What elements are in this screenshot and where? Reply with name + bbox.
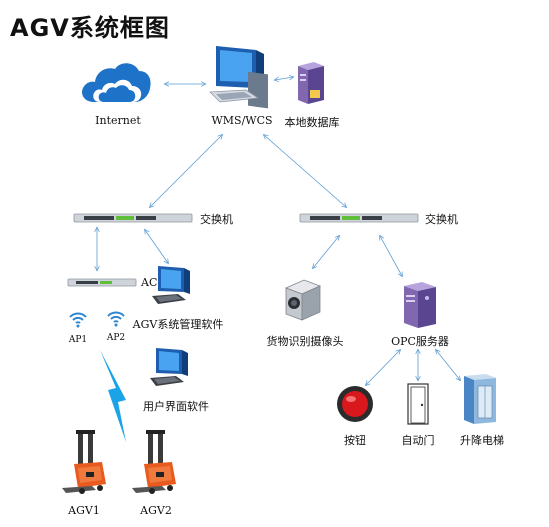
db-label: 本地数据库 [284, 116, 340, 129]
computer-icon [150, 348, 188, 386]
camera-label: 货物识别摄像头 [266, 335, 344, 348]
camera-icon [284, 279, 322, 321]
door-icon [407, 383, 429, 425]
link-opc-button [366, 350, 400, 385]
wifi-icon [69, 312, 87, 328]
ap1-label: AP1 [68, 335, 88, 345]
network-switch-icon [299, 213, 419, 223]
elevator-icon [464, 374, 496, 424]
workstation-icon [209, 46, 268, 109]
forklift-agv-icon [62, 430, 106, 494]
network-switch-icon [73, 213, 193, 223]
link-wms-switch-left [150, 135, 222, 207]
wifi-icon [107, 311, 125, 327]
cloud-icon [82, 63, 151, 102]
link-opc-elevator [436, 350, 460, 380]
link-switch-right-opc [380, 236, 402, 276]
server-icon [404, 282, 436, 328]
link-wms-switch-right [264, 135, 346, 207]
computer-icon [152, 266, 190, 304]
wms-label: WMS/WCS [211, 114, 273, 127]
link-switch-left-agv-software [145, 230, 168, 263]
push-button-icon [337, 386, 373, 422]
network-switch-icon [67, 278, 137, 287]
internet-label: Internet [95, 114, 141, 127]
ac-label: AC [141, 276, 158, 289]
agv1-label: AGV1 [68, 504, 100, 517]
forklift-agv-icon [132, 430, 176, 494]
link-wms-db [275, 77, 293, 80]
opc-label: OPC服务器 [391, 335, 449, 348]
switch-left-label: 交换机 [200, 213, 233, 226]
page-title: AGV系统框图 [10, 14, 170, 42]
lightning-icon [100, 350, 126, 442]
user-ui-label: 用户界面软件 [143, 400, 209, 413]
agv2-label: AGV2 [140, 504, 172, 517]
link-switch-right-camera [313, 236, 339, 268]
agv-software-label: AGV系统管理软件 [132, 318, 224, 331]
auto-door-label: 自动门 [401, 434, 435, 447]
button-label: 按钮 [344, 434, 366, 447]
database-server-icon [298, 62, 324, 104]
ap2-label: AP2 [106, 333, 126, 343]
switch-right-label: 交换机 [425, 213, 458, 226]
elevator-label: 升降电梯 [460, 434, 504, 447]
